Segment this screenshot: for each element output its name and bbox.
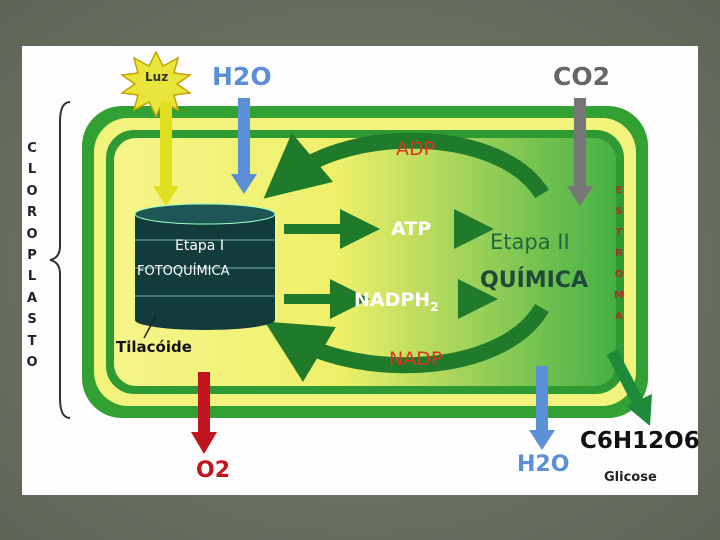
stage2-line2: QUÍMICA [480,268,589,293]
nadph-text: NADPH [354,289,431,311]
thylakoid-pointer [143,315,157,339]
oxygen-arrow-head [191,432,217,454]
water-output-label: H2O [517,452,570,477]
stroma-letter: E [615,185,623,196]
chloroplast-letter: O [26,226,38,242]
water-out-arrow-head [529,430,555,450]
water-input-label: H2O [212,62,272,91]
oxygen-label: O2 [196,458,231,483]
photosynthesis-diagram [49,50,652,454]
stroma-letter: M [614,290,624,301]
water-input-text: H2O [212,62,272,91]
co2-arrow-head [567,186,593,206]
chloroplast-letter: R [26,205,37,221]
glucose-formula-label: C6H12O6 [580,428,700,454]
light-arrow-head [153,186,179,206]
thylakoid-label: Tilacóide [116,338,192,356]
chloroplast-letter: L [27,162,37,178]
nadph-label: NADPH2 [354,289,439,314]
atp-label: ATP [391,218,432,240]
stage2-line1: Etapa II [490,230,570,254]
adp-label: ADP [396,138,436,160]
light-burst-icon [119,50,193,118]
chloroplast-letter: O [26,183,38,199]
chloroplast-letter: P [27,248,37,264]
glucose-arrow-head [626,394,652,426]
chloroplast-brace [49,101,71,419]
stage1-line2: FOTOQUÍMICA [137,264,230,279]
stage1-line1: Etapa I [175,238,224,254]
adp-cycle-arrow [263,132,549,199]
light-label: Luz [145,70,169,84]
chloroplast-letter: S [27,312,37,328]
nadp-label: NADP [389,348,443,370]
nadph-subscript: 2 [430,299,439,314]
stroma-letter: A [615,311,623,322]
chloroplast-letter: A [26,290,38,306]
chloroplast-letter: L [27,269,37,285]
glucose-arrow-shaft [606,349,646,409]
stroma-letter: R [615,248,623,259]
glucose-name-label: Glicose [604,470,657,485]
chloroplast-letter: O [26,355,38,371]
stroma-letter: S [615,206,623,217]
chloroplast-letter: T [27,333,37,349]
stroma-letter: T [615,227,623,238]
chloroplast-letter: C [27,141,37,156]
co2-label: CO2 [553,62,610,91]
thylakoid-stack [134,203,276,330]
nadp-cycle-arrow [264,303,549,382]
stroma-letter: O [614,269,624,280]
water-in-arrow-head [231,174,257,194]
